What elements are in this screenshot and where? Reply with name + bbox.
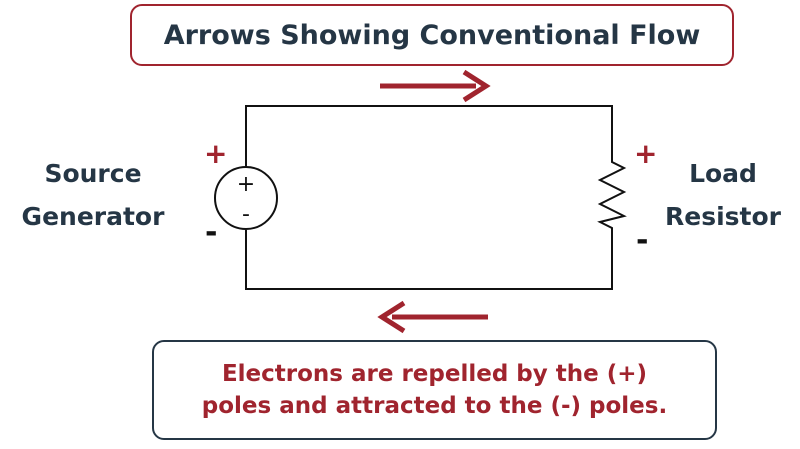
load-label-line2: Resistor (665, 202, 781, 231)
source-label-line2: Generator (21, 202, 165, 231)
source-generator-label: Source Generator (0, 152, 186, 238)
circuit-wires (245, 105, 613, 290)
title-banner: Arrows Showing Conventional Flow (130, 4, 734, 66)
note-line-2: poles and attracted to the (-) poles. (201, 393, 668, 419)
electron-note-box: Electrons are repelled by the (+) poles … (152, 340, 717, 440)
load-minus-sign: - (636, 223, 649, 258)
source-minus-sign: - (205, 215, 218, 250)
source-plus-sign: + (204, 137, 228, 170)
load-resistor-label: Load Resistor (648, 152, 798, 238)
arrow-right-icon (380, 69, 491, 103)
source-symbol-minus: - (242, 202, 250, 227)
load-plus-sign: + (634, 137, 658, 170)
arrow-left-icon (377, 300, 488, 334)
resistor-icon (597, 150, 627, 234)
note-line-1: Electrons are repelled by the (+) (221, 361, 648, 387)
top-wire (245, 105, 613, 167)
source-symbol-plus: + (237, 172, 255, 197)
diagram-title: Arrows Showing Conventional Flow (163, 19, 701, 51)
voltage-source-icon: + - (214, 166, 278, 230)
load-label-line1: Load (689, 159, 757, 188)
bottom-wire (245, 230, 613, 290)
source-label-line1: Source (44, 159, 142, 188)
